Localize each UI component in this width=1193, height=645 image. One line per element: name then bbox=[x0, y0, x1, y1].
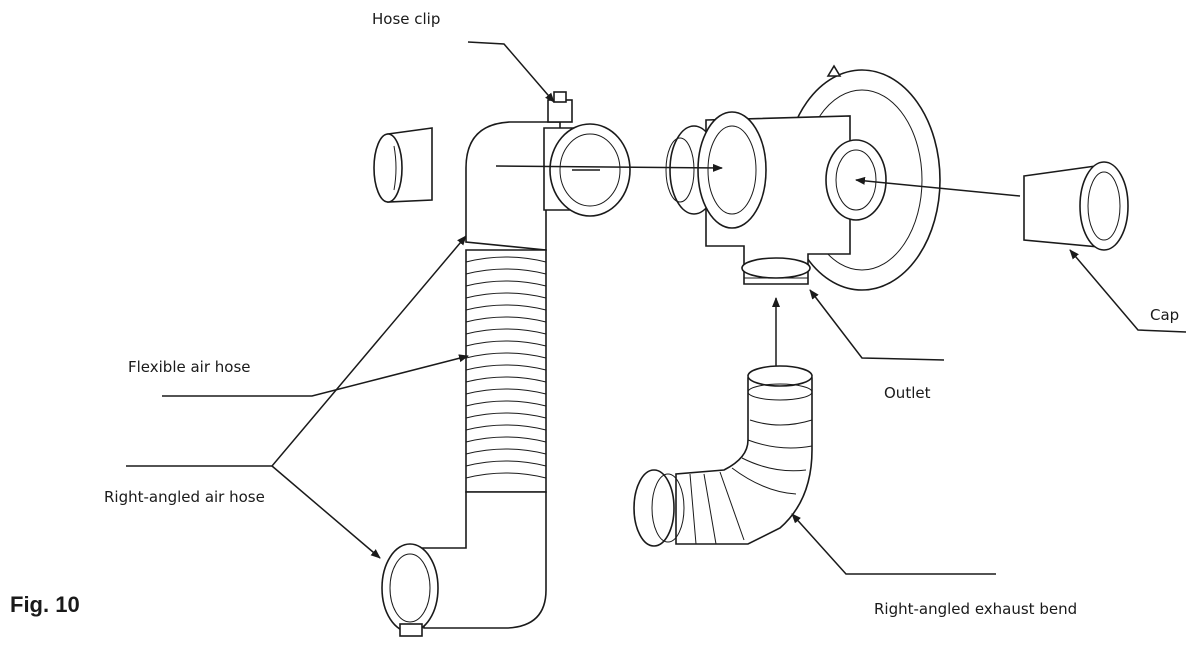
flexible-hose-corrugations bbox=[465, 256, 547, 479]
right-angled-air-hose-label: Right-angled air hose bbox=[104, 488, 265, 506]
label-leaders bbox=[126, 41, 1187, 575]
right-angled-exhaust-bend bbox=[633, 365, 813, 547]
loose-sleeve bbox=[373, 127, 433, 203]
cap-leader bbox=[1069, 249, 1187, 333]
right-angled-exhaust-bend-label: Right-angled exhaust bend bbox=[874, 600, 1077, 618]
right-angled-air-hose-leader-top bbox=[126, 235, 467, 467]
assembly-arrows bbox=[495, 163, 1021, 366]
right-angled-air-hose bbox=[381, 91, 631, 637]
flexible-air-hose-leader bbox=[162, 354, 469, 397]
cap bbox=[1023, 161, 1129, 251]
right-angled-air-hose-leader-bottom bbox=[271, 465, 381, 559]
outlet-label: Outlet bbox=[884, 384, 931, 402]
cap-label: Cap bbox=[1150, 306, 1179, 324]
outlet bbox=[665, 64, 941, 291]
figure-caption: Fig. 10 bbox=[10, 592, 80, 617]
hose-clip-leader bbox=[467, 41, 555, 103]
flexible-air-hose-label: Flexible air hose bbox=[128, 358, 251, 376]
outlet-leader bbox=[809, 289, 945, 361]
exhaust-bend-leader bbox=[791, 513, 996, 575]
hose-clip-label: Hose clip bbox=[372, 10, 440, 28]
